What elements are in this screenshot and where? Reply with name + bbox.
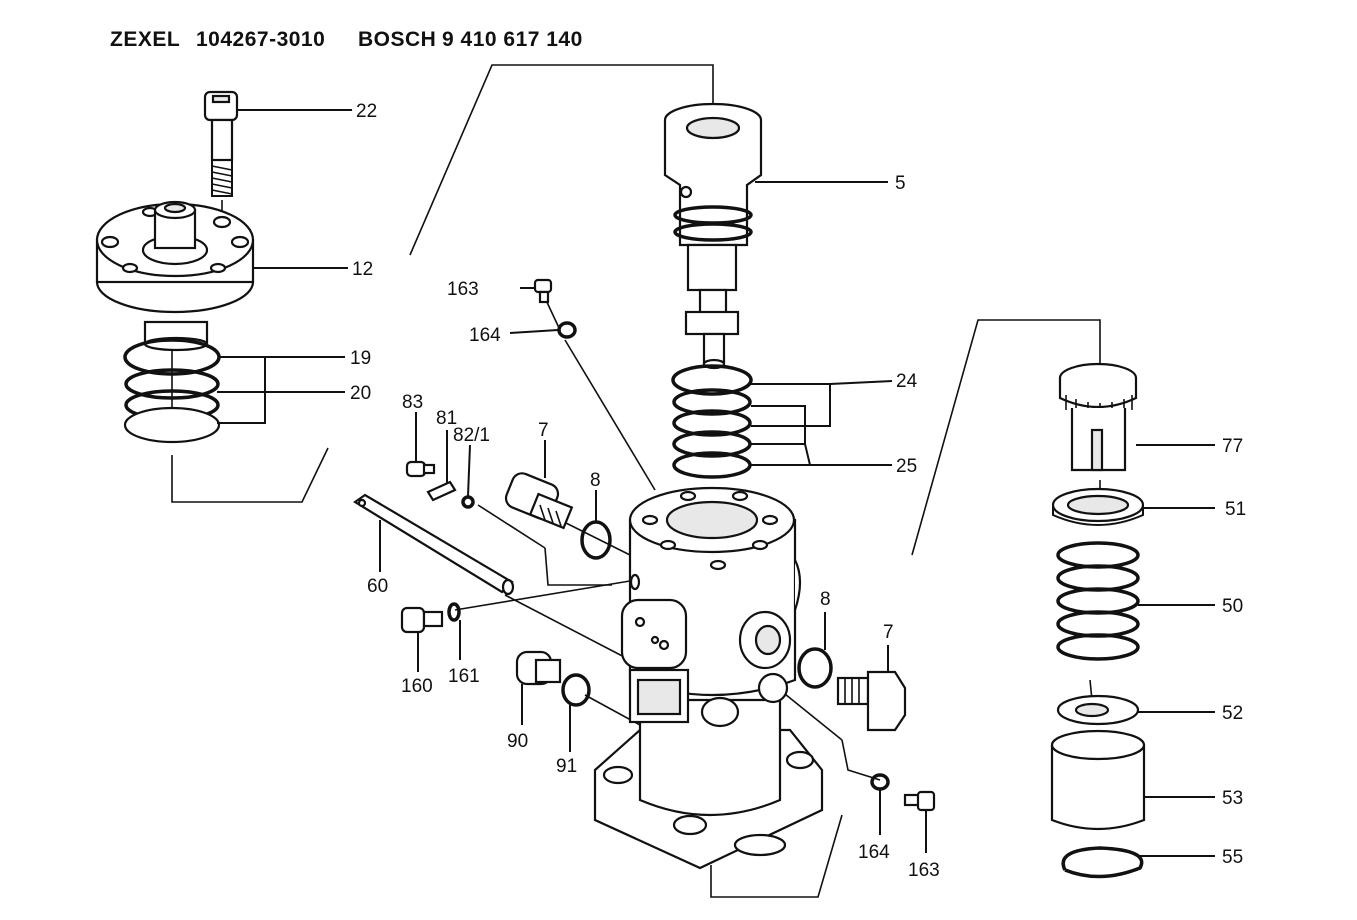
- label-7-right: 7: [883, 622, 894, 643]
- right-assembly: [1050, 362, 1146, 879]
- label-24: 24: [896, 371, 918, 392]
- label-164-lower: 164: [858, 842, 890, 863]
- label-20: 20: [350, 383, 371, 404]
- part-7-right-plug: [797, 647, 907, 732]
- part-labels: 22 5 12 19 20 163 164 24 25 83 81 82/1 7…: [350, 101, 1246, 881]
- parts-90-91: [515, 650, 591, 707]
- label-8-left: 8: [590, 470, 601, 491]
- label-51: 51: [1225, 499, 1246, 520]
- brand-bosch: BOSCH: [358, 28, 437, 51]
- zexel-part-number: 104267-3010: [196, 28, 326, 51]
- parts-160-161: [400, 602, 461, 634]
- label-8-right: 8: [820, 589, 831, 610]
- label-52: 52: [1222, 703, 1243, 724]
- parts-19-20-rings: [123, 338, 221, 444]
- leader-lines: [217, 109, 1215, 857]
- label-55: 55: [1222, 847, 1243, 868]
- label-160: 160: [401, 676, 433, 697]
- label-60: 60: [367, 576, 388, 597]
- part-12-flange: [95, 200, 255, 352]
- label-164-upper: 164: [469, 325, 501, 346]
- label-22: 22: [356, 101, 377, 122]
- label-90: 90: [507, 731, 528, 752]
- label-91: 91: [556, 756, 577, 777]
- label-53: 53: [1222, 788, 1243, 809]
- label-50: 50: [1222, 596, 1243, 617]
- brand-zexel: ZEXEL: [110, 28, 181, 51]
- part-5-element: [663, 102, 763, 370]
- label-12: 12: [352, 259, 373, 280]
- part-22-bolt: [203, 90, 239, 197]
- label-161: 161: [448, 666, 480, 687]
- label-19: 19: [350, 348, 371, 369]
- parts-163-164-lower: [870, 773, 936, 812]
- pump-housing: [593, 486, 824, 870]
- label-82-1: 82/1: [453, 425, 490, 446]
- bosch-part-number: 9 410 617 140: [442, 28, 583, 51]
- label-163-upper: 163: [447, 279, 479, 300]
- label-25: 25: [896, 456, 917, 477]
- label-77: 77: [1222, 436, 1243, 457]
- parts-83-81-82: [405, 460, 475, 509]
- label-7-left: 7: [538, 420, 549, 441]
- label-163-lower: 163: [908, 860, 940, 881]
- label-83: 83: [402, 392, 423, 413]
- parts-24-25-rings: [671, 364, 753, 479]
- label-5: 5: [895, 173, 906, 194]
- part-60-shaft: [352, 493, 515, 596]
- label-81: 81: [436, 408, 457, 429]
- parts-163-164-upper: [533, 278, 577, 339]
